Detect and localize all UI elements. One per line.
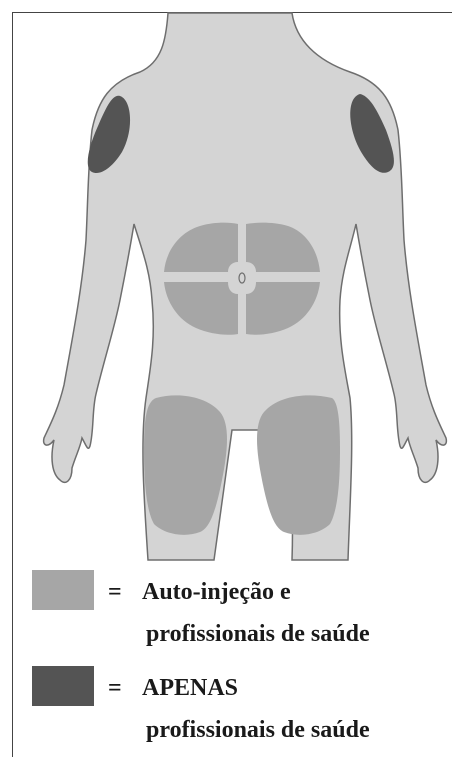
- legend-swatch-professional-only: [32, 666, 94, 706]
- body-silhouette: [44, 13, 447, 560]
- legend-swatch-self-injection: [32, 570, 94, 610]
- legend-equals-sign: =: [108, 676, 122, 700]
- legend-label-professional-only-line1: APENAS: [142, 671, 238, 705]
- legend-label-professional-only-line2: profissionais de saúde: [146, 713, 370, 747]
- legend-equals-sign: =: [108, 580, 122, 604]
- legend-label-self-injection-line2: profissionais de saúde: [146, 617, 370, 651]
- right-thigh-zone: [257, 395, 340, 534]
- navel-icon: [239, 273, 245, 283]
- legend-label-self-injection-line1: Auto-injeção e: [142, 575, 291, 609]
